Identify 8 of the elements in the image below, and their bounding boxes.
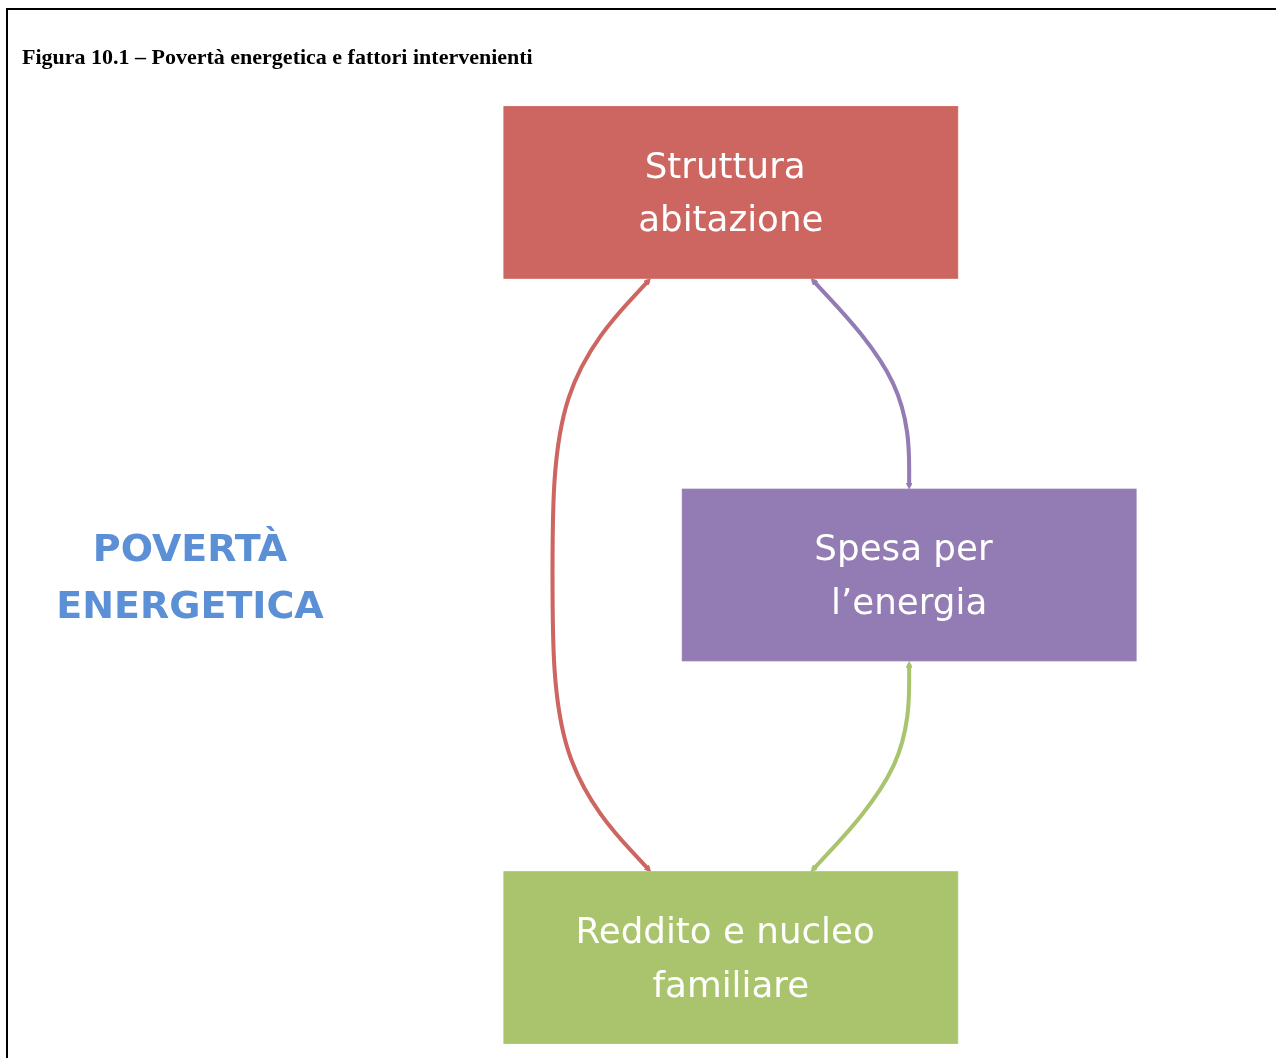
node-box: Spesa per l’energia bbox=[681, 488, 1137, 662]
center-label: POVERTÀ ENERGETICA bbox=[55, 525, 325, 629]
arrow bbox=[810, 278, 913, 490]
node-box: Reddito e nucleo familiare bbox=[503, 871, 959, 1044]
node-box: Struttura abitazione bbox=[503, 106, 959, 279]
arrow bbox=[810, 660, 913, 872]
figure-title: Figura 10.1 – Povertà energetica e fattori intervenienti bbox=[22, 44, 533, 70]
arrow bbox=[550, 278, 652, 872]
